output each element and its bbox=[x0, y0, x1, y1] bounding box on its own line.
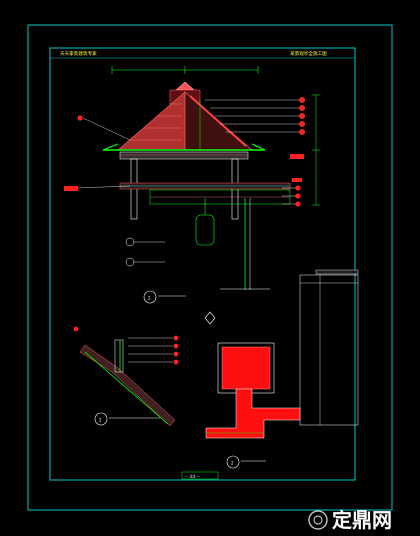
detail-marker-3-number: 2 bbox=[231, 461, 234, 466]
footing-pipe bbox=[195, 214, 215, 246]
beam-band bbox=[119, 151, 249, 160]
footer-label-box bbox=[181, 471, 219, 480]
sheet-title-right: 某景观亭全施工图 bbox=[290, 50, 327, 57]
pavilion-section-drawing: 2 bbox=[64, 66, 320, 304]
footer-label: — 注注 — bbox=[185, 474, 201, 479]
detail-marker-2 bbox=[94, 412, 108, 426]
site-watermark: 定鼎网 bbox=[308, 508, 392, 532]
outer-sheet-frame bbox=[27, 24, 393, 511]
concrete-column-detail: 2 bbox=[204, 311, 301, 469]
sheet-title-left: 天天家装建筑专家 bbox=[60, 50, 97, 57]
leader-bubbles-left bbox=[64, 115, 165, 267]
roof-eave-detail: 2 bbox=[73, 326, 179, 427]
roof-ridge-cap bbox=[175, 81, 195, 91]
roof-left-half bbox=[117, 91, 186, 151]
detail-marker-2-number: 2 bbox=[99, 418, 102, 423]
detail-marker-1-number: 2 bbox=[148, 296, 151, 301]
footing-concrete-fill bbox=[205, 388, 301, 439]
detail-marker-1 bbox=[143, 290, 157, 304]
inner-drawing-frame bbox=[49, 47, 356, 481]
column-concrete-fill bbox=[221, 346, 271, 390]
watermark-logo-icon bbox=[308, 510, 328, 530]
roof-rafter bbox=[189, 95, 247, 147]
leader-bubbles-right bbox=[205, 94, 320, 207]
detail-marker-3 bbox=[226, 455, 240, 469]
watermark-text: 定鼎网 bbox=[332, 508, 392, 532]
legend-table bbox=[299, 269, 359, 426]
